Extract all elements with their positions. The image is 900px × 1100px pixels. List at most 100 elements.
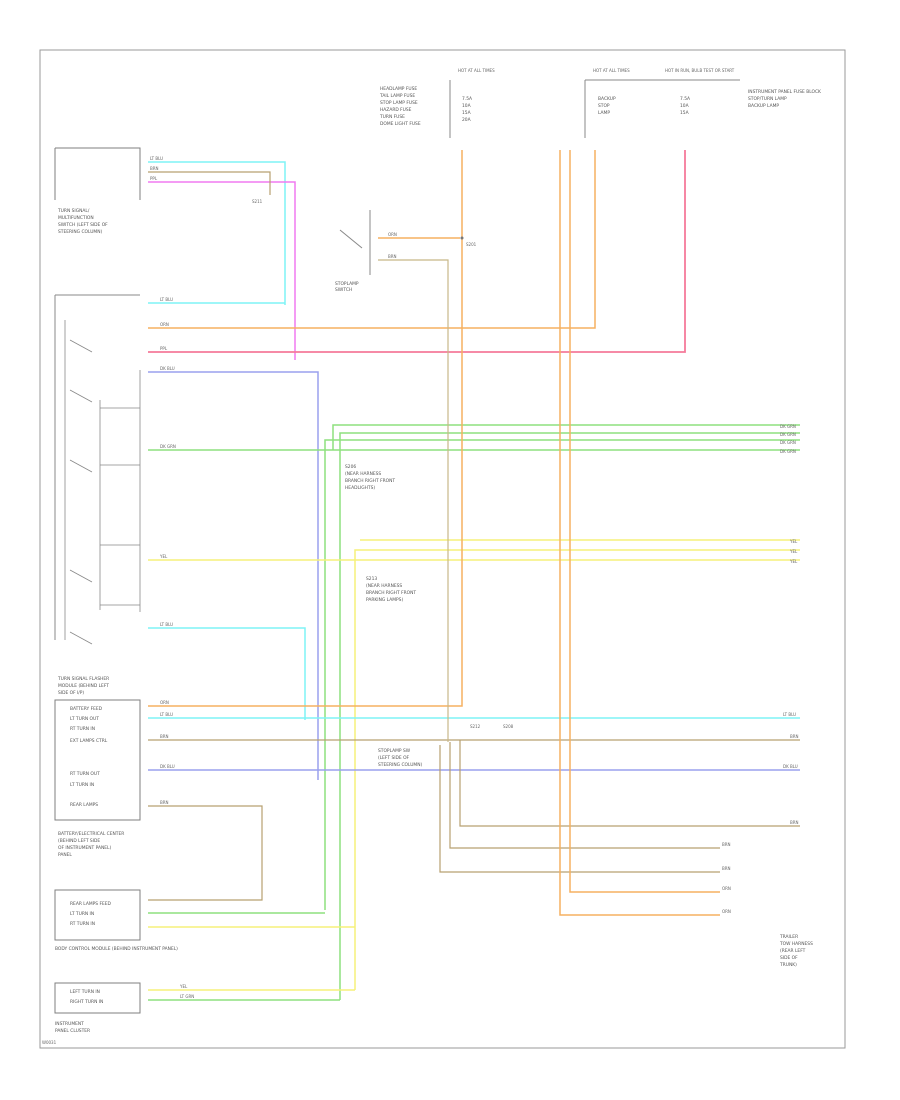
splice-note: (NEAR HARNESS	[345, 471, 381, 477]
diagram-border	[39, 49, 846, 1049]
fuse-rating: 10A	[680, 103, 689, 109]
splice-note: STEERING COLUMN)	[378, 762, 422, 768]
bcm-pin-label: RT TURN IN	[70, 921, 95, 927]
wire-label: DK BLU	[160, 764, 175, 769]
switch-label: TURN SIGNAL/	[57, 208, 90, 214]
wire-label: LT BLU	[160, 297, 173, 302]
fuse-line: DOME LIGHT FUSE	[380, 121, 421, 127]
wire-label: DK GRN	[780, 440, 796, 445]
fuse-line: STOP LAMP FUSE	[380, 100, 418, 106]
wire-yel-bus-2	[354, 549, 800, 990]
wire-label: YEL	[789, 539, 798, 544]
flasher-label: SIDE OF I/P)	[58, 690, 84, 696]
wire-label: YEL	[159, 554, 168, 559]
flasher-pin-label: RT TURN OUT	[70, 771, 100, 777]
wire-label: ORN	[388, 232, 397, 237]
wire-orn-1	[148, 150, 596, 329]
bcm-title: BODY CONTROL MODULE (BEHIND INSTRUMENT P…	[55, 946, 178, 952]
fuse-line: HEADLAMP FUSE	[380, 86, 417, 92]
wire-label: BRN	[150, 166, 159, 171]
wire-lt-blu-top	[148, 161, 286, 305]
wire-brn-top	[148, 171, 271, 195]
wire-brn-4	[439, 745, 720, 873]
fuse-rating: 7.5A	[680, 96, 690, 102]
wire-label: YEL	[789, 549, 798, 554]
trailer-note: (REAR LEFT	[780, 948, 806, 954]
trailer-note: TRUNK)	[779, 962, 797, 968]
stoplamp-switch: STOPLAMP SWITCH	[335, 210, 371, 293]
cluster-title: PANEL CLUSTER	[55, 1028, 90, 1034]
instrument-cluster: LEFT TURN IN RIGHT TURN IN INSTRUMENT PA…	[54, 982, 141, 1034]
trailer-note: TOW HARNESS	[779, 941, 813, 947]
wire-label: PPL	[150, 176, 158, 181]
wire-dk-grn-bus-1	[324, 439, 800, 910]
wire-label: BRN	[790, 820, 799, 825]
splice-note: STOPLAMP SW	[378, 748, 411, 754]
wire-label: ORN	[160, 700, 169, 705]
splice-label: S201	[466, 242, 477, 247]
flasher-pin-label: RT TURN IN	[70, 726, 95, 732]
fuse-block-right: HOT AT ALL TIMES BACKUP STOP LAMP 7.5A 1…	[584, 68, 821, 138]
bcm-label: OF INSTRUMENT PANEL)	[58, 845, 111, 851]
wire-brn-2	[459, 740, 800, 827]
fuse-rating: 7.5A	[462, 96, 472, 102]
splice-note: (LEFT SIDE OF	[378, 755, 410, 761]
wire-labels: LT BLU BRN PPL LT BLU ORN PPL DK BLU DK …	[150, 156, 799, 999]
wire-label: LT BLU	[783, 712, 796, 717]
fuse-line: LAMP	[598, 110, 610, 116]
fuse-line: STOP	[598, 103, 610, 109]
fuse-line: TAIL LAMP FUSE	[379, 93, 415, 99]
flasher-label: TURN SIGNAL FLASHER	[57, 676, 109, 682]
wire-label: BRN	[722, 866, 731, 871]
multifunction-switch-body	[54, 294, 141, 645]
fuse-block-far-header: HOT IN RUN, BULB TEST OR START	[665, 68, 735, 73]
wire-label: DK GRN	[160, 444, 176, 449]
wire-label: DK GRN	[780, 432, 796, 437]
fuse-far-line: BACKUP LAMP	[748, 103, 779, 109]
fuse-line: TURN FUSE	[379, 114, 405, 120]
stoplamp-label: SWITCH	[335, 287, 352, 293]
wire-label: YEL	[179, 984, 188, 989]
splice-note: BRANCH RIGHT FRONT	[366, 590, 416, 596]
wire-dk-grn-bus-2	[332, 424, 800, 450]
wire-orn-2	[148, 150, 463, 707]
body-control-module: REAR LAMPS FEED LT TURN IN RT TURN IN BO…	[54, 889, 178, 952]
fuse-rating: 10A	[462, 103, 471, 109]
wire-label: BRN	[160, 800, 169, 805]
flasher-label: MODULE (BEHIND LEFT	[58, 683, 109, 689]
wire-label: DK GRN	[780, 449, 796, 454]
flasher-pin-label: REAR LAMPS	[70, 802, 98, 808]
wire-label: DK BLU	[160, 366, 175, 371]
bcm-label: PANEL	[58, 852, 72, 858]
wire-dk-blu-1	[148, 371, 319, 780]
wire-lt-blu-2	[148, 627, 306, 720]
wire-label: BRN	[388, 254, 397, 259]
cluster-pin-label: LEFT TURN IN	[70, 989, 100, 995]
bcm-pin-label: REAR LAMPS FEED	[70, 901, 112, 907]
wire-brn-rear	[148, 805, 263, 901]
fuse-block-left-header: HOT AT ALL TIMES	[458, 68, 495, 73]
bcm-pin-label: LT TURN IN	[70, 911, 94, 917]
fuse-rating: 15A	[680, 110, 689, 116]
splices: S201 S211 S206 (NEAR HARNESS BRANCH RIGH…	[252, 199, 514, 768]
trailer-note: SIDE OF	[780, 955, 798, 961]
fuse-rating: 20A	[462, 117, 471, 123]
cluster-title: INSTRUMENT	[55, 1021, 84, 1027]
switch-label: STEERING COLUMN)	[58, 229, 102, 235]
trailer-note: TRAILER	[779, 934, 798, 940]
wire-brn-3	[449, 742, 720, 849]
splice-note: PARKING LAMPS)	[366, 597, 403, 603]
wire-orn-4	[559, 150, 720, 916]
wire-label: LT GRN	[180, 994, 194, 999]
cluster-pin-label: RIGHT TURN IN	[70, 999, 103, 1005]
splice-note: BRANCH RIGHT FRONT	[345, 478, 395, 484]
switch-label: SWITCH (LEFT SIDE OF	[58, 222, 108, 228]
wire-ppl-top	[148, 181, 296, 360]
wire-label: DK GRN	[780, 424, 796, 429]
fuse-block-right-header: HOT AT ALL TIMES	[593, 68, 630, 73]
wire-label: LT BLU	[150, 156, 163, 161]
flasher-pin-label: LT TURN IN	[70, 782, 94, 788]
bcm-label: (BEHIND LEFT SIDE	[58, 838, 100, 844]
splice-note: S213	[366, 576, 377, 582]
